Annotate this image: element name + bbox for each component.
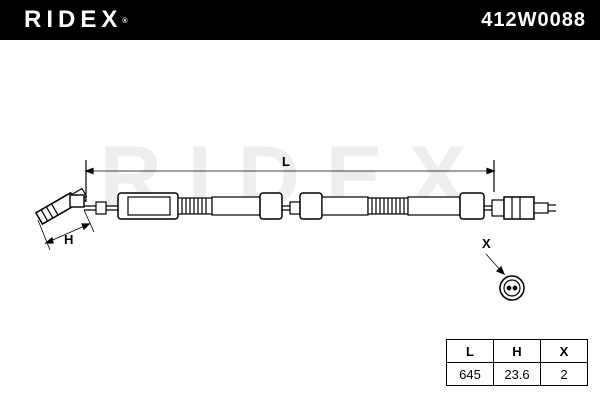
bellows-1 xyxy=(177,197,213,215)
spec-value-l: 645 xyxy=(446,362,494,386)
sleeve-2-end xyxy=(259,192,283,220)
sensor-tip xyxy=(533,202,549,214)
connector-collar xyxy=(69,194,85,208)
length-arrow-right xyxy=(486,167,496,175)
length-arrow-left xyxy=(84,167,94,175)
registered-mark: ® xyxy=(122,18,128,25)
sensor-collar xyxy=(491,199,505,217)
height-extension-bottom xyxy=(83,209,95,233)
sleeve-1-inner xyxy=(127,196,171,216)
spec-header-x: X xyxy=(540,339,588,363)
part-number: 412W0088 xyxy=(481,9,586,31)
spec-value-row: 645 23.6 2 xyxy=(446,362,588,386)
spec-header-l: L xyxy=(446,339,494,363)
height-label: H xyxy=(64,232,74,247)
clip-1 xyxy=(95,201,107,215)
detail-view-label: X xyxy=(482,236,491,251)
sleeve-4 xyxy=(407,196,461,216)
sensor-cable-drawing xyxy=(34,160,556,301)
sleeve-3-inner xyxy=(321,196,369,216)
spec-table: L H X 645 23.6 2 xyxy=(446,339,588,386)
spec-header-h: H xyxy=(493,339,541,363)
pin-2 xyxy=(512,285,518,291)
length-label: L xyxy=(282,154,290,169)
height-arrow-left xyxy=(44,236,54,244)
clip-2 xyxy=(289,201,301,215)
detail-pointer-arrow xyxy=(495,265,506,276)
brand-logo: RIDEX® xyxy=(24,6,128,34)
spec-value-x: 2 xyxy=(540,362,588,386)
spec-header-row: L H X xyxy=(446,339,588,363)
height-arrow-right xyxy=(81,223,91,231)
height-extension-top xyxy=(37,219,51,251)
sleeve-2 xyxy=(211,196,261,216)
brand-name: RIDEX xyxy=(24,6,123,33)
connector-face-inner xyxy=(503,279,521,297)
pin-1 xyxy=(506,285,512,291)
sleeve-3 xyxy=(299,192,323,220)
sensor-body xyxy=(503,196,535,220)
height-dimension-line xyxy=(45,223,90,244)
sleeve-4-end xyxy=(459,192,485,220)
spec-value-h: 23.6 xyxy=(493,362,541,386)
bellows-2 xyxy=(367,197,409,215)
header-bar: RIDEX® 412W0088 xyxy=(0,0,600,40)
